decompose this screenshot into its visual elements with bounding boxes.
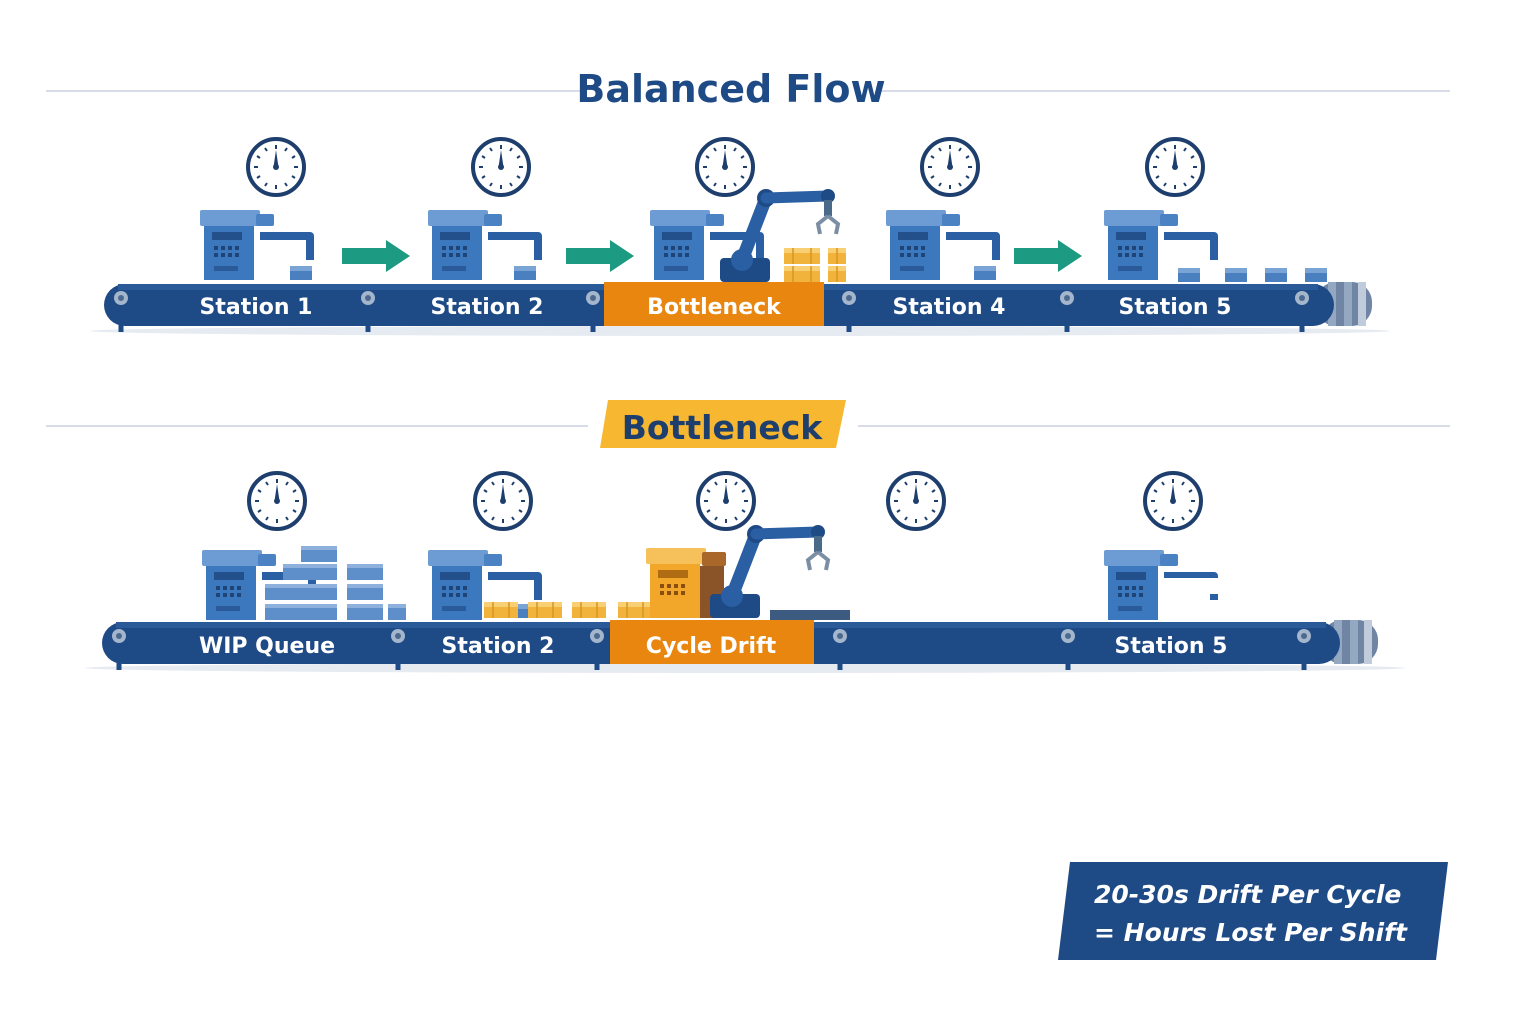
product-box xyxy=(783,247,803,265)
product-box xyxy=(483,601,503,619)
callout-line-2: = Hours Lost Per Shift xyxy=(1094,918,1407,947)
product-box xyxy=(1178,268,1200,282)
station-label: Station 5 xyxy=(1114,634,1227,659)
belt-bolt xyxy=(1060,291,1074,305)
clock-icon xyxy=(247,471,307,531)
product-box xyxy=(499,601,519,619)
belt-bolt xyxy=(590,629,604,643)
product-box xyxy=(974,266,996,280)
station-label: Station 2 xyxy=(441,634,554,659)
product-box xyxy=(827,247,847,265)
belt-bolt xyxy=(1295,291,1309,305)
section-heading: Balanced Flow xyxy=(576,67,885,111)
station-label: WIP Queue xyxy=(199,634,335,659)
belt-bolt xyxy=(586,291,600,305)
belt-shadow xyxy=(90,326,1390,336)
product-box xyxy=(1305,268,1327,282)
station-label: Station 1 xyxy=(199,295,312,320)
product-box xyxy=(587,601,607,619)
belt-bolt xyxy=(1061,629,1075,643)
product-box xyxy=(290,266,312,280)
belt-bolt xyxy=(842,291,856,305)
belt-bolt xyxy=(112,629,126,643)
product-box xyxy=(514,266,536,280)
callout-line-1: 20-30s Drift Per Cycle xyxy=(1094,880,1402,909)
belt-bolt xyxy=(833,629,847,643)
arrow-right-icon xyxy=(342,240,410,272)
product-box xyxy=(527,601,547,619)
clock-icon xyxy=(886,471,946,531)
product-box xyxy=(827,265,847,283)
clock-icon xyxy=(696,471,756,531)
belt-bolt xyxy=(114,291,128,305)
clock-icon xyxy=(473,471,533,531)
product-box xyxy=(543,601,563,619)
clock-icon xyxy=(1143,471,1203,531)
clock-icon xyxy=(920,137,980,197)
callout-text: 20-30s Drift Per Cycle = Hours Lost Per … xyxy=(1094,876,1407,952)
bottleneck-highlight xyxy=(604,282,824,326)
clock-icon xyxy=(1145,137,1205,197)
product-box xyxy=(1265,268,1287,282)
robot-arm xyxy=(710,525,828,618)
belt-bolt xyxy=(391,629,405,643)
section-heading: Bottleneck xyxy=(622,408,824,447)
station-label: Station 2 xyxy=(430,295,543,320)
section-balanced-flow: Balanced Flow xyxy=(46,67,1450,336)
arrow-right-icon xyxy=(1014,240,1082,272)
output-tray xyxy=(770,610,850,620)
product-box xyxy=(633,601,653,619)
section-bottleneck: Bottleneck xyxy=(46,400,1450,673)
product-box xyxy=(571,601,591,619)
cycle-drift-highlight xyxy=(610,620,814,664)
arrow-right-icon xyxy=(566,240,634,272)
product-box xyxy=(801,265,821,283)
drift-callout: 20-30s Drift Per Cycle = Hours Lost Per … xyxy=(1058,862,1448,960)
station-label: Station 4 xyxy=(892,295,1005,320)
machine-cover xyxy=(1164,578,1224,594)
product-box xyxy=(617,601,637,619)
product-box xyxy=(1225,268,1247,282)
station-label: Bottleneck xyxy=(647,295,782,320)
heading-badge xyxy=(600,400,846,448)
clock-icon xyxy=(471,137,531,197)
belt-bolt xyxy=(361,291,375,305)
belt-bolt xyxy=(1297,629,1311,643)
belt-shadow xyxy=(85,663,1405,673)
station-label: Station 5 xyxy=(1118,295,1231,320)
station-label: Cycle Drift xyxy=(646,634,777,659)
clock-icon xyxy=(246,137,306,197)
wip-queue-boxes xyxy=(265,546,406,620)
callout-background xyxy=(1058,862,1448,960)
product-box xyxy=(801,247,821,265)
clock-icon xyxy=(695,137,755,197)
product-box xyxy=(783,265,803,283)
